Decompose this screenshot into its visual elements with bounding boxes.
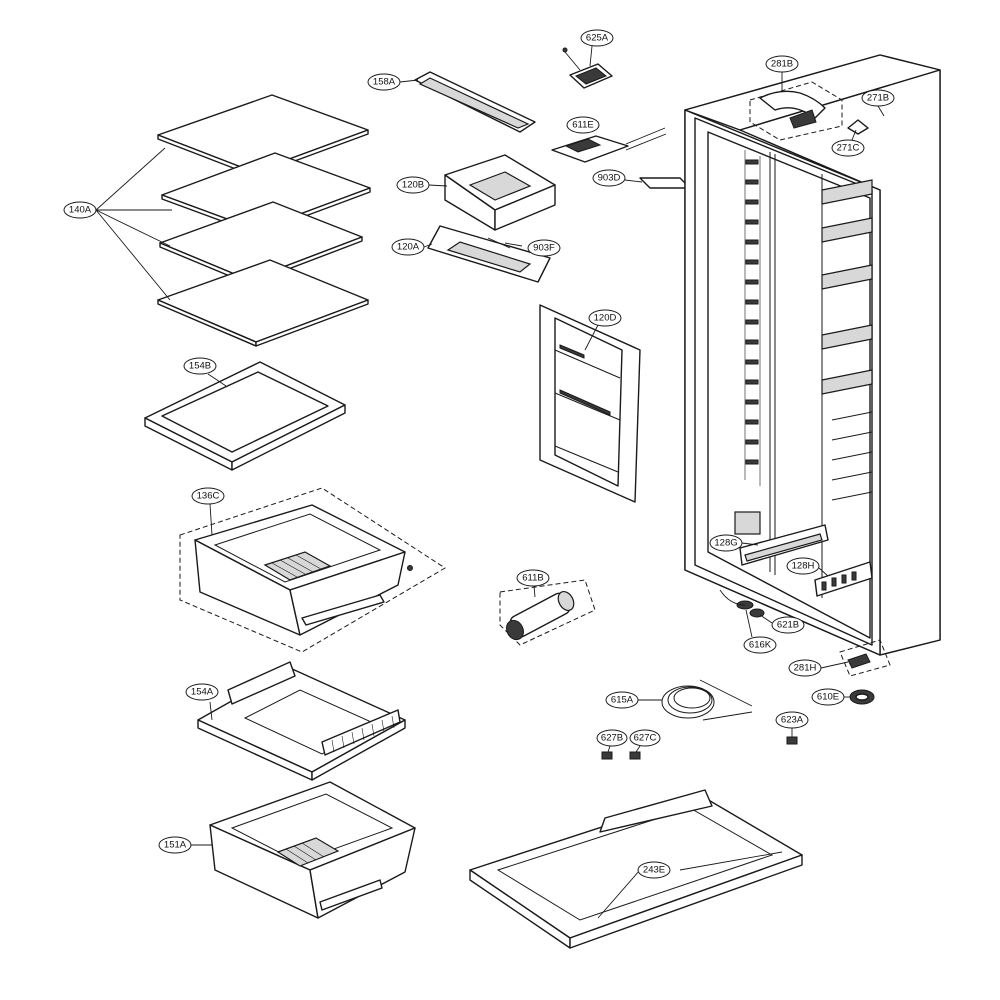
callout-271C-label: 271C bbox=[837, 143, 860, 154]
callout-903F-label: 903F bbox=[533, 243, 555, 254]
shelf-frame bbox=[144, 361, 346, 471]
callout-243E-label: 243E bbox=[643, 865, 665, 876]
callout-627C: 627C bbox=[629, 729, 661, 753]
callout-140A-label: 140A bbox=[69, 205, 92, 216]
glass-shelf-3 bbox=[159, 201, 363, 285]
grommet bbox=[849, 689, 875, 705]
callout-281B: 281B bbox=[765, 55, 799, 92]
callout-154A: 154A bbox=[185, 683, 219, 701]
callout-623A-label: 623A bbox=[781, 715, 804, 726]
callout-281H-label: 281H bbox=[794, 663, 817, 674]
callout-610E-label: 610E bbox=[817, 692, 839, 703]
callout-616K: 616K bbox=[743, 609, 777, 654]
callout-281B-label: 281B bbox=[771, 59, 793, 70]
crisper-grid bbox=[263, 551, 332, 581]
crisper-rail-left bbox=[739, 524, 829, 566]
callout-903D-label: 903D bbox=[598, 173, 621, 184]
callout-611B: 611B bbox=[516, 569, 550, 587]
callout-151A: 151A bbox=[158, 836, 212, 854]
callout-625A: 625A bbox=[580, 29, 614, 67]
callout-903D: 903D bbox=[592, 169, 643, 187]
freezer-side-rails bbox=[744, 150, 761, 486]
lower-crisper-grid bbox=[276, 837, 340, 867]
crisper-rail-right bbox=[814, 561, 873, 597]
callout-128G: 128G bbox=[709, 534, 759, 552]
callout-611B-label: 611B bbox=[522, 573, 543, 584]
callout-120B-label: 120B bbox=[402, 180, 424, 191]
glass-shelf-stack bbox=[95, 94, 371, 347]
tube-clip-1 bbox=[601, 751, 613, 760]
callout-140A: 140A bbox=[63, 201, 97, 219]
callout-627B: 627B bbox=[596, 729, 628, 753]
damper-part bbox=[551, 127, 667, 163]
callout-136C: 136C bbox=[191, 487, 225, 505]
callout-625A-label: 625A bbox=[586, 33, 609, 44]
water-filter-assembly bbox=[499, 579, 596, 646]
callout-120A: 120A bbox=[391, 238, 433, 256]
callout-903F: 903F bbox=[527, 239, 561, 257]
callout-611E-label: 611E bbox=[572, 120, 593, 131]
top-hinge-assembly bbox=[749, 81, 843, 141]
hinge-screw bbox=[847, 105, 885, 135]
callout-627B-label: 627B bbox=[601, 733, 623, 744]
bottom-drawer-tray bbox=[469, 789, 803, 949]
callout-271B: 271B bbox=[861, 89, 895, 107]
callout-128H: 128H bbox=[786, 557, 829, 577]
crisper-cover bbox=[197, 661, 406, 781]
callout-158A-label: 158A bbox=[373, 77, 396, 88]
callout-120D-label: 120D bbox=[594, 313, 617, 324]
callout-615A: 615A bbox=[605, 691, 662, 709]
callout-627C-label: 627C bbox=[634, 733, 657, 744]
lower-crisper-drawer bbox=[209, 781, 416, 919]
callout-623A: 623A bbox=[775, 711, 809, 737]
callout-610E: 610E bbox=[811, 688, 850, 706]
callout-120D: 120D bbox=[584, 309, 622, 351]
rear-air-duct-panel bbox=[539, 304, 641, 503]
callout-611E: 611E bbox=[566, 116, 600, 134]
callout-621B-label: 621B bbox=[777, 620, 799, 631]
callout-615A-label: 615A bbox=[611, 695, 634, 706]
callout-621B: 621B bbox=[759, 614, 805, 634]
water-tube-coil bbox=[661, 679, 753, 721]
tube-clip-2 bbox=[629, 751, 641, 760]
fan-cover-assembly bbox=[444, 154, 556, 231]
callout-271C: 271C bbox=[831, 129, 865, 157]
callout-281H: 281H bbox=[788, 659, 849, 677]
tube-clip-3 bbox=[786, 736, 798, 745]
refrigerator-cabinet bbox=[684, 54, 941, 677]
callout-120B: 120B bbox=[396, 176, 448, 194]
fresh-food-shelf-rails bbox=[821, 179, 873, 501]
callout-154B-label: 154B bbox=[189, 361, 211, 372]
glass-shelf-4 bbox=[157, 259, 369, 347]
switch-part bbox=[562, 47, 613, 89]
callout-243E: 243E bbox=[637, 861, 671, 879]
lamp-housing bbox=[734, 511, 761, 535]
callout-128H-label: 128H bbox=[792, 561, 815, 572]
crisper-cover-slider bbox=[321, 709, 401, 756]
callout-151A-label: 151A bbox=[164, 840, 187, 851]
callout-271B-label: 271B bbox=[867, 93, 889, 104]
fan-duct-cover bbox=[427, 225, 551, 283]
sensor-strip bbox=[639, 177, 691, 189]
callout-136C-label: 136C bbox=[197, 491, 220, 502]
crisper-drawer-assembly bbox=[179, 487, 446, 653]
top-rail bbox=[414, 71, 536, 133]
callout-120A-label: 120A bbox=[397, 242, 420, 253]
callout-154B: 154B bbox=[183, 357, 217, 375]
callout-158A: 158A bbox=[367, 73, 419, 91]
callout-128G-label: 128G bbox=[714, 538, 737, 549]
bottom-hinge-assembly bbox=[839, 639, 891, 677]
callout-154A-label: 154A bbox=[191, 687, 214, 698]
callout-616K-label: 616K bbox=[749, 640, 772, 651]
